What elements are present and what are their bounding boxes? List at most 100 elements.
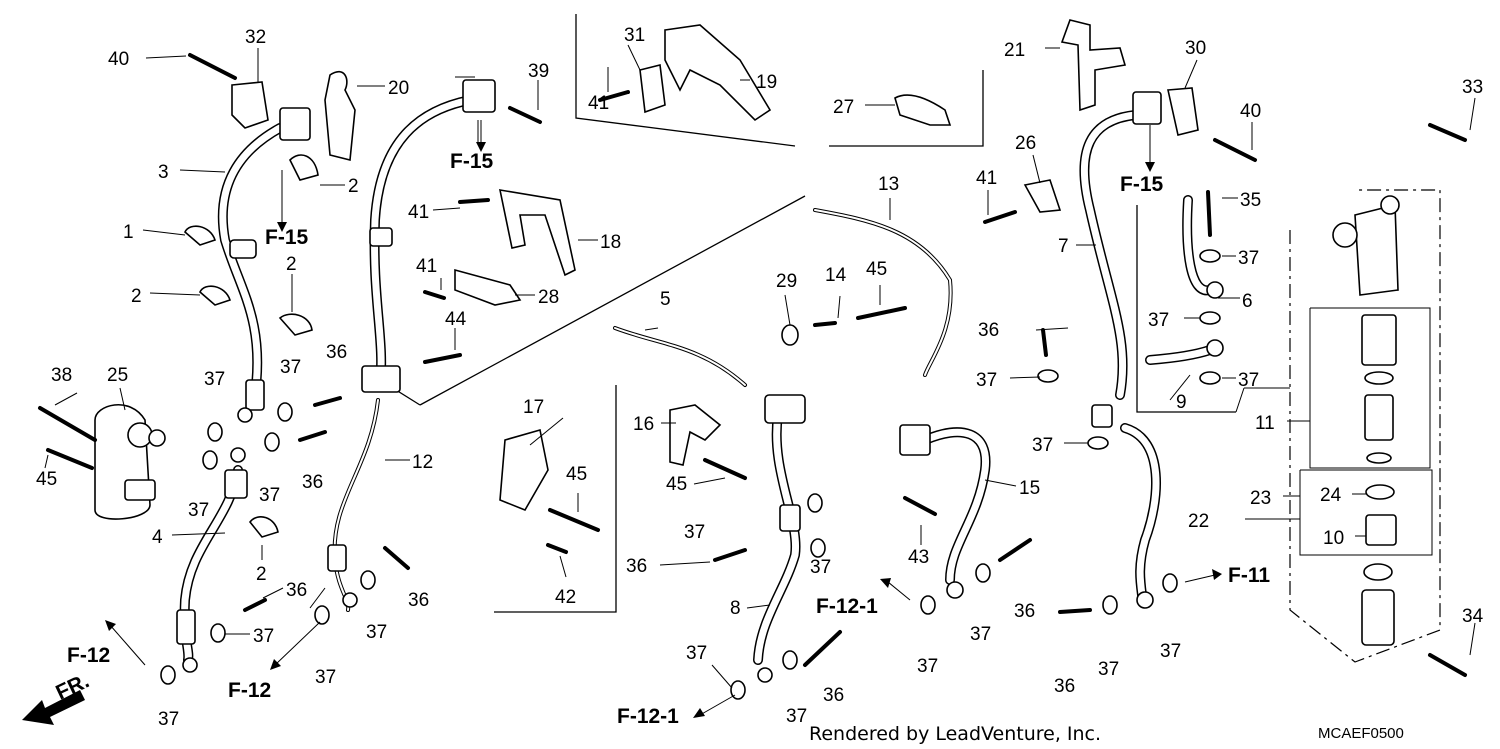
callout-44[interactable]: 44 [445, 309, 467, 330]
callout-2[interactable]: 2 [256, 564, 267, 585]
callout-28[interactable]: 28 [538, 287, 559, 308]
callout-37[interactable]: 37 [1238, 370, 1259, 391]
callout-37[interactable]: 37 [684, 522, 705, 543]
callout-37[interactable]: 37 [158, 709, 179, 730]
callout-37[interactable]: 37 [1160, 641, 1181, 662]
callout-22[interactable]: 22 [1188, 511, 1209, 532]
callout-25[interactable]: 25 [107, 365, 128, 386]
callout-26[interactable]: 26 [1015, 133, 1036, 154]
callout-29[interactable]: 29 [776, 271, 797, 292]
callout-37[interactable]: 37 [1238, 248, 1259, 269]
brake-hose-7[interactable] [1079, 91, 1162, 609]
callout-37[interactable]: 37 [917, 656, 938, 677]
callout-37[interactable]: 37 [686, 643, 707, 664]
washers-37[interactable] [160, 249, 1221, 700]
callout-37[interactable]: 37 [253, 626, 274, 647]
clips[interactable] [184, 154, 319, 538]
callout-18[interactable]: 18 [600, 232, 621, 253]
callout-37[interactable]: 37 [786, 706, 807, 727]
callout-37[interactable]: 37 [188, 500, 209, 521]
ref-f15[interactable]: F-15 [265, 226, 309, 249]
callout-33[interactable]: 33 [1462, 77, 1483, 98]
callout-36[interactable]: 36 [408, 590, 429, 611]
ref-f15[interactable]: F-15 [1120, 173, 1164, 196]
callout-4[interactable]: 4 [152, 527, 163, 548]
callout-3[interactable]: 3 [158, 162, 169, 183]
brake-hose-8[interactable] [753, 394, 806, 683]
callout-41[interactable]: 41 [976, 168, 997, 189]
ref-f15[interactable]: F-15 [450, 150, 494, 173]
callout-21[interactable]: 21 [1004, 40, 1025, 61]
brake-hose-9[interactable] [1145, 339, 1224, 365]
brake-hose-12[interactable] [327, 79, 496, 612]
callout-37[interactable]: 37 [810, 557, 831, 578]
callout-37[interactable]: 37 [970, 624, 991, 645]
callout-37[interactable]: 37 [259, 485, 280, 506]
callout-27[interactable]: 27 [833, 97, 854, 118]
callout-15[interactable]: 15 [1019, 478, 1040, 499]
callout-40[interactable]: 40 [108, 49, 129, 70]
callout-19[interactable]: 19 [756, 72, 777, 93]
callout-37[interactable]: 37 [204, 369, 225, 390]
cap-10[interactable] [1365, 514, 1397, 546]
bracket-17[interactable] [499, 428, 549, 512]
callout-36[interactable]: 36 [978, 320, 999, 341]
callout-2[interactable]: 2 [286, 254, 297, 275]
brake-hose-3[interactable] [217, 107, 311, 423]
ref-f12-1[interactable]: F-12-1 [617, 705, 679, 728]
pipe-clip-20[interactable] [324, 70, 356, 162]
bracket-18[interactable] [498, 189, 576, 277]
callout-37[interactable]: 37 [315, 667, 336, 688]
callout-1[interactable]: 1 [123, 222, 134, 243]
bracket-21[interactable] [1060, 19, 1127, 112]
callout-43[interactable]: 43 [908, 547, 929, 568]
callout-23[interactable]: 23 [1250, 488, 1271, 509]
callout-36[interactable]: 36 [286, 580, 307, 601]
callout-42[interactable]: 42 [555, 587, 576, 608]
callout-17[interactable]: 17 [523, 397, 544, 418]
callout-8[interactable]: 8 [730, 598, 741, 619]
clamp-26[interactable] [1023, 179, 1062, 213]
callout-45[interactable]: 45 [566, 464, 587, 485]
valve-body-22[interactable] [1332, 195, 1400, 296]
callout-37[interactable]: 37 [1032, 435, 1053, 456]
callout-36[interactable]: 36 [823, 685, 844, 706]
callout-37[interactable]: 37 [366, 622, 387, 643]
callout-34[interactable]: 34 [1462, 606, 1484, 627]
callout-16[interactable]: 16 [633, 414, 654, 435]
callout-10[interactable]: 10 [1323, 528, 1344, 549]
bracket-16[interactable] [669, 404, 722, 466]
callout-38[interactable]: 38 [51, 365, 72, 386]
callout-36[interactable]: 36 [626, 556, 647, 577]
ref-f12-1[interactable]: F-12-1 [816, 595, 878, 618]
spring-11[interactable] [1361, 314, 1397, 464]
callout-30[interactable]: 30 [1185, 38, 1206, 59]
callout-36[interactable]: 36 [1014, 601, 1035, 622]
ref-f12[interactable]: F-12 [228, 679, 271, 702]
callout-37[interactable]: 37 [976, 370, 997, 391]
callout-41[interactable]: 41 [408, 202, 429, 223]
callout-2[interactable]: 2 [348, 176, 359, 197]
callout-6[interactable]: 6 [1242, 291, 1253, 312]
callout-40[interactable]: 40 [1240, 101, 1261, 122]
ref-f11[interactable]: F-11 [1228, 564, 1270, 587]
clamp-27[interactable] [894, 94, 952, 126]
callout-11[interactable]: 11 [1255, 413, 1275, 434]
push-rod-23[interactable] [1361, 563, 1395, 646]
master-cylinder-25[interactable] [94, 403, 166, 520]
callout-24[interactable]: 24 [1320, 485, 1342, 506]
callout-36[interactable]: 36 [326, 342, 347, 363]
callout-9[interactable]: 9 [1176, 392, 1187, 413]
brake-hose-15[interactable] [899, 424, 991, 599]
callout-36[interactable]: 36 [1054, 676, 1075, 697]
brake-hose-6[interactable] [1182, 195, 1224, 299]
callout-45[interactable]: 45 [866, 259, 887, 280]
callout-41[interactable]: 41 [416, 256, 437, 277]
bracket-28[interactable] [454, 268, 522, 306]
callout-39[interactable]: 39 [528, 61, 549, 82]
callout-45[interactable]: 45 [666, 474, 687, 495]
clamp-31[interactable] [639, 64, 666, 114]
callout-20[interactable]: 20 [388, 78, 409, 99]
callout-5[interactable]: 5 [660, 289, 671, 310]
callout-12[interactable]: 12 [412, 452, 433, 473]
